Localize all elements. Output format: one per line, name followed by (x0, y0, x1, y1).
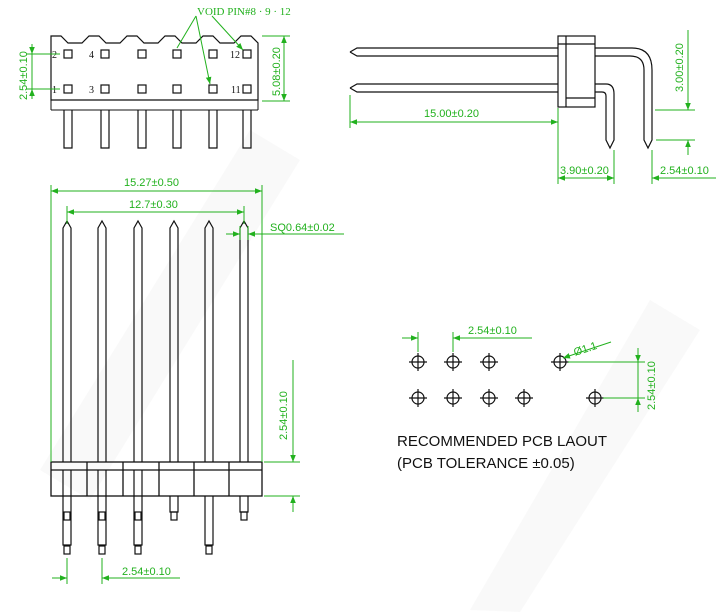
side-housing (557, 35, 596, 108)
top-housing-outline (50, 35, 259, 101)
top-view-pin-legs (63, 110, 252, 149)
pin-number-11: 11 (231, 85, 241, 96)
top-pitch-label: 2.54±0.10 (18, 51, 30, 100)
side-length-label: 15.00±0.20 (424, 108, 479, 120)
pcb-row-pitch-label: 2.54±0.10 (646, 361, 658, 410)
pcb-pitch-dimension (402, 332, 532, 352)
top-height-label: 5.08±0.20 (271, 47, 283, 96)
front-overall-dimension (50, 185, 263, 462)
side-view: 15.00±0.20 3.00±0.20 3.90±0.20 2.54±0.10 (349, 30, 716, 184)
pcb-hole-label: Ø1.1 (572, 340, 598, 359)
side-height-label: 3.00±0.20 (674, 43, 686, 92)
front-bottom-pitch-dimension (52, 558, 180, 584)
pcb-pitch-label: 2.54±0.10 (468, 325, 517, 337)
front-pin-tips (63, 511, 248, 555)
pcb-note-line-1: RECOMMENDED PCB LAOUT (397, 433, 607, 450)
top-pitch-dimension (26, 44, 60, 99)
top-view-pin-squares (63, 49, 252, 94)
pin-square-dimension (226, 226, 344, 240)
front-pitch-span-dimension (66, 206, 245, 224)
pin-number-1: 1 (52, 85, 57, 96)
void-pin-note: VOID PIN#8 · 9 · 12 (197, 6, 291, 18)
front-bottom-pitch-label: 2.54±0.10 (122, 566, 171, 578)
side-pitch-label: 2.54±0.10 (660, 165, 709, 177)
pcb-row-pitch-dimension (568, 348, 645, 412)
side-pitch-dimension (598, 150, 716, 184)
pin-number-3: 3 (89, 85, 94, 96)
front-view: 15.27±0.50 12.7±0.30 SQ0.64±0.02 2.54±0.… (50, 177, 344, 584)
side-offset-label: 3.90±0.20 (560, 165, 609, 177)
pcb-hole-leader (562, 341, 612, 359)
front-pin-height-dimension (264, 360, 300, 512)
pin-square-label: SQ0.64±0.02 (270, 222, 335, 234)
top-height-dimension (262, 35, 290, 102)
void-pin-leaders (176, 15, 244, 85)
pin-number-2: 2 (52, 50, 57, 61)
pin-number-12: 12 (230, 50, 240, 61)
front-pin-height-label: 2.54±0.10 (278, 391, 290, 440)
pin-number-4: 4 (89, 50, 94, 61)
top-view: 2 4 12 1 3 11 VOID PIN#8 · 9 · 12 2.54±0… (18, 6, 291, 149)
pcb-holes (409, 353, 604, 407)
front-housing (50, 461, 263, 497)
front-pitch-span-label: 12.7±0.30 (129, 199, 178, 211)
pcb-layout: 2.54±0.10 Ø1.1 2.54±0.10 RECOMMENDED PCB… (397, 325, 658, 472)
side-pins (349, 47, 653, 150)
side-height-dimension (655, 30, 695, 155)
front-overall-label: 15.27±0.50 (124, 177, 179, 189)
pcb-note-line-2: (PCB TOLERANCE ±0.05) (397, 455, 575, 472)
